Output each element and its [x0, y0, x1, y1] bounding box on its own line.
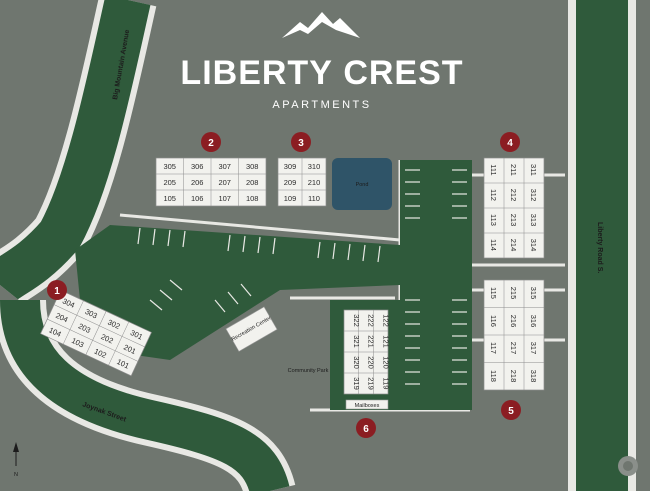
unit-310: 310	[308, 162, 321, 171]
unit-319: 319	[352, 377, 361, 390]
unit-320: 320	[352, 356, 361, 369]
unit-311: 311	[529, 164, 538, 176]
unit-321: 321	[352, 335, 361, 348]
logo-name-bold: LIBERTY	[180, 54, 332, 92]
pond: Pond	[332, 158, 392, 210]
badge-number: 2	[208, 138, 214, 149]
unit-115: 115	[489, 287, 498, 299]
unit-112: 112	[489, 189, 498, 201]
badge-number: 1	[54, 286, 60, 297]
unit-218: 218	[509, 370, 518, 383]
unit-114: 114	[489, 239, 498, 251]
unit-110: 110	[308, 194, 320, 203]
unit-106: 106	[191, 194, 204, 203]
unit-212: 212	[509, 189, 518, 202]
north-arrow: N	[13, 442, 19, 478]
badge-number: 6	[363, 424, 369, 435]
logo: LIBERTY CREST APARTMENTS	[180, 12, 463, 111]
unit-316: 316	[529, 315, 538, 328]
building-badge-2[interactable]: 2	[201, 132, 221, 152]
unit-108: 108	[246, 194, 259, 203]
liberty-road-label: Liberty Road S.	[596, 222, 603, 273]
unit-318: 318	[529, 370, 538, 383]
logo-title: LIBERTY CREST	[180, 54, 463, 92]
pond-label: Pond	[356, 182, 369, 188]
unit-221: 221	[367, 335, 376, 348]
unit-105: 105	[163, 194, 176, 203]
unit-208: 208	[246, 178, 259, 187]
building-3: 309 310 209 210 109 110	[277, 157, 327, 207]
unit-216: 216	[509, 315, 518, 328]
unit-121: 121	[381, 335, 390, 348]
logo-subtitle: APARTMENTS	[272, 99, 371, 111]
community-park-label: Community Park	[288, 368, 329, 374]
badge-number: 5	[508, 406, 514, 417]
unit-109: 109	[284, 194, 297, 203]
unit-312: 312	[529, 189, 538, 202]
unit-222: 222	[367, 314, 376, 327]
unit-122: 122	[381, 314, 390, 327]
unit-207: 207	[218, 178, 231, 187]
building-4: 311 312 313 314 211 212 213 214 111 112 …	[483, 157, 545, 259]
building-badge-1[interactable]: 1	[47, 280, 67, 300]
building-badge-4[interactable]: 4	[500, 132, 520, 152]
unit-117: 117	[489, 342, 498, 354]
joynak-street	[0, 298, 296, 491]
building-badge-6[interactable]: 6	[356, 418, 376, 438]
unit-315: 315	[529, 287, 538, 300]
logo-name-light: CREST	[343, 54, 463, 92]
unit-314: 314	[529, 239, 538, 252]
unit-219: 219	[367, 377, 376, 390]
unit-113: 113	[489, 214, 498, 226]
building-badge-3[interactable]: 3	[291, 132, 311, 152]
mountain-icon	[282, 12, 360, 38]
unit-215: 215	[509, 287, 518, 300]
mailboxes: Mailboxes	[345, 399, 389, 410]
unit-206: 206	[191, 178, 204, 187]
unit-111: 111	[489, 164, 498, 175]
mailboxes-label: Mailboxes	[355, 403, 380, 409]
unit-308: 308	[246, 162, 259, 171]
building-2: 305 306 307 308 205 206 207 208 105 106 …	[155, 157, 267, 207]
building-6: 322 321 320 319 222 221 220 219 122 121 …	[343, 309, 390, 395]
unit-217: 217	[509, 342, 518, 355]
unit-120: 120	[381, 356, 390, 369]
unit-210: 210	[308, 178, 321, 187]
unit-119: 119	[381, 378, 390, 390]
unit-214: 214	[509, 239, 518, 252]
unit-211: 211	[509, 164, 518, 176]
building-5: 315 316 317 318 215 216 217 218 115 116 …	[483, 279, 545, 391]
north-label: N	[14, 472, 18, 478]
unit-116: 116	[489, 315, 498, 327]
unit-213: 213	[509, 214, 518, 227]
big-mountain-avenue	[0, 0, 157, 306]
unit-309: 309	[284, 162, 297, 171]
unit-118: 118	[489, 370, 498, 382]
unit-209: 209	[284, 178, 297, 187]
unit-306: 306	[191, 162, 204, 171]
unit-205: 205	[163, 178, 176, 187]
unit-313: 313	[529, 214, 538, 227]
unit-220: 220	[367, 356, 376, 369]
unit-322: 322	[352, 314, 361, 327]
building-badge-5[interactable]: 5	[501, 400, 521, 420]
unit-307: 307	[218, 162, 231, 171]
unit-107: 107	[218, 194, 231, 203]
parking-stalls	[137, 169, 467, 385]
unit-317: 317	[529, 342, 538, 355]
liberty-road	[568, 0, 636, 491]
unit-305: 305	[163, 162, 176, 171]
badge-number: 4	[507, 138, 513, 149]
badge-number: 3	[298, 138, 304, 149]
watermark-icon	[618, 456, 638, 476]
building-1: 304 303 302 301 204 203 202 201 104 103 …	[40, 289, 152, 377]
